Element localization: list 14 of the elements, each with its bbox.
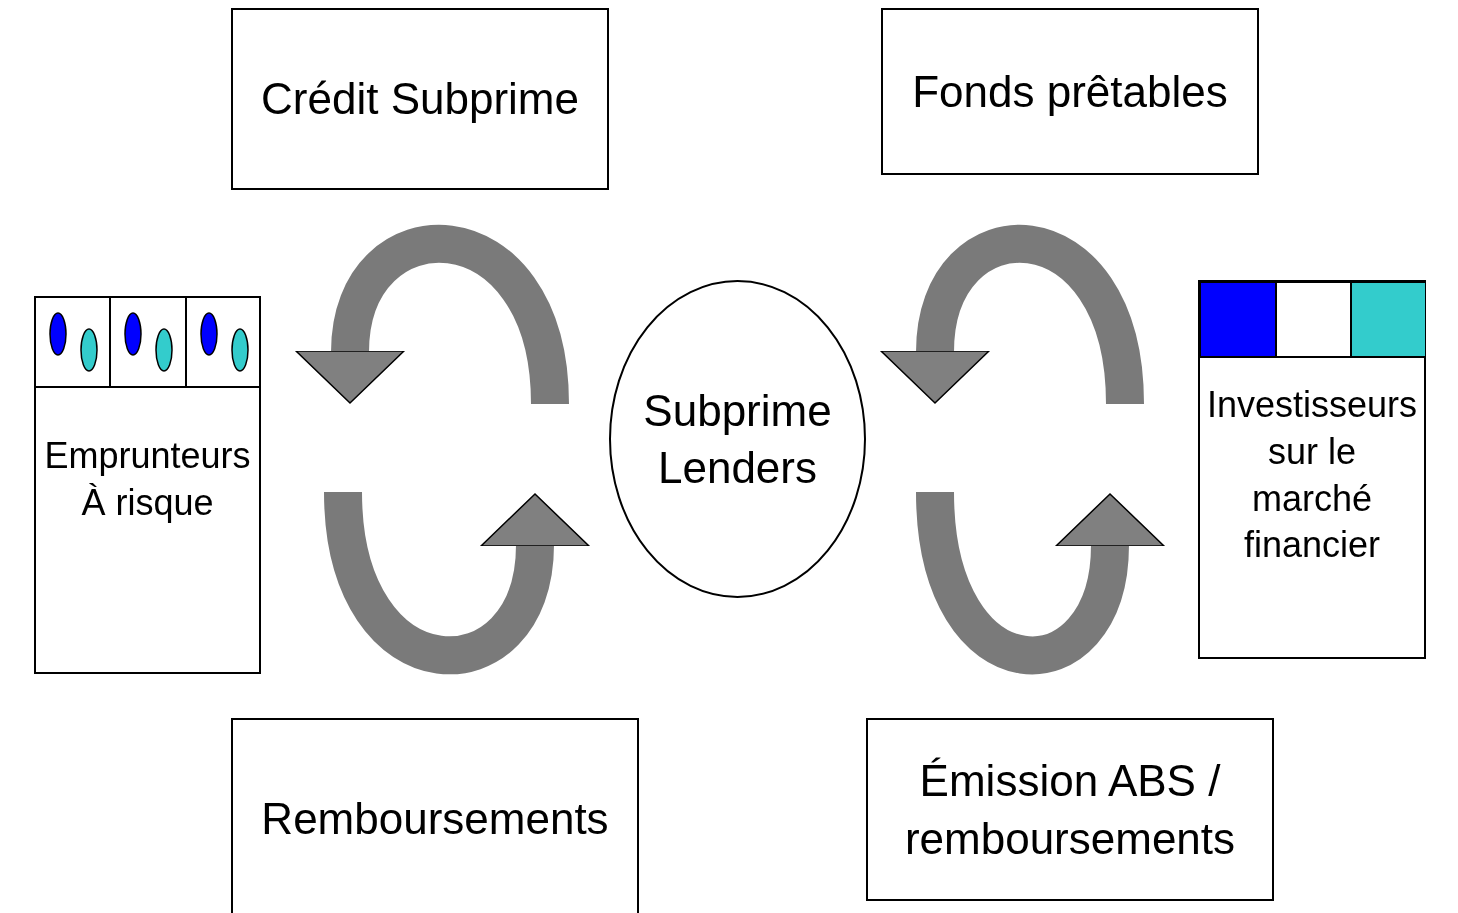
node-label: Investisseurs sur le marché financier — [1205, 383, 1419, 568]
node-label: Emprunteurs À risque — [43, 434, 252, 525]
text-box — [231, 8, 609, 190]
ellipse-node — [609, 280, 866, 598]
node-label: Crédit Subprime — [261, 73, 579, 126]
text-box — [866, 718, 1274, 901]
node-label: Remboursements — [261, 793, 609, 846]
text-box — [881, 8, 1259, 175]
node-label: Émission ABS / remboursements — [903, 755, 1237, 865]
group-box — [1198, 280, 1426, 659]
group-box — [34, 296, 261, 674]
node-label: Subprime Lenders — [642, 384, 833, 494]
text-box — [231, 718, 639, 913]
node-label: Fonds prêtables — [912, 65, 1228, 118]
